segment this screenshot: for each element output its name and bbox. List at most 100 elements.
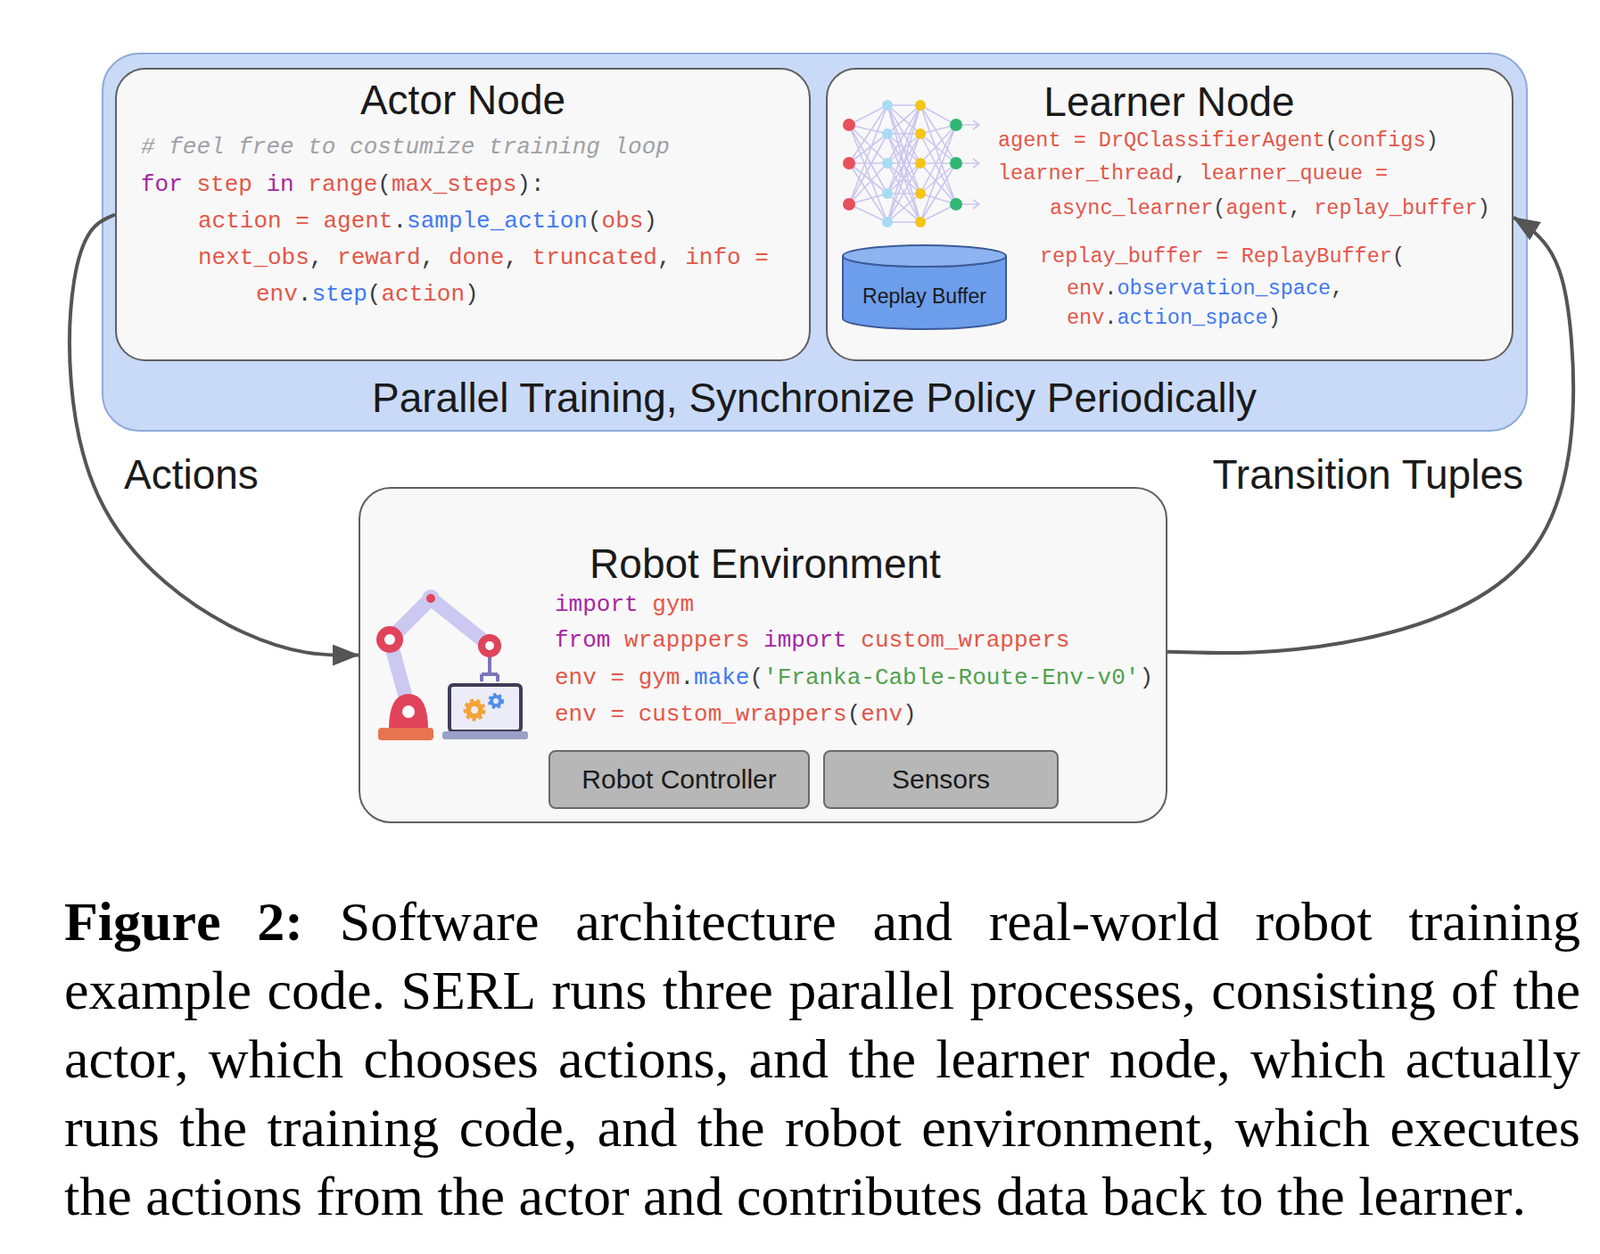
code-line: from wrapppers import custom_wrappers	[554, 627, 1070, 655]
code-token	[252, 171, 267, 198]
code-token: (	[847, 701, 862, 728]
code-token: env	[860, 701, 903, 728]
code-token	[322, 244, 338, 272]
code-token: )	[1138, 664, 1154, 692]
code-token: (	[367, 280, 382, 308]
code-token	[1203, 244, 1216, 269]
code-token: action	[380, 280, 465, 308]
code-token: 'Franka-Cable-Route-Env-v0'	[763, 664, 1139, 692]
code-line: env.step(action)	[255, 281, 479, 309]
code-token: .	[297, 280, 313, 308]
code-token: ,	[503, 244, 519, 272]
code-token: env	[1066, 305, 1105, 330]
code-token: env	[554, 701, 597, 728]
code-line: action = agent.sample_action(obs)	[197, 208, 658, 236]
code-token: )	[464, 280, 479, 308]
code-token	[596, 701, 611, 728]
cylinder-label: Replay Buffer	[862, 284, 987, 308]
caption-part: Figure 2:	[64, 890, 304, 952]
code-token: in	[265, 171, 294, 198]
code-token: )	[516, 171, 531, 198]
code-token: max_steps	[391, 171, 517, 198]
code-token: ,	[1330, 276, 1344, 301]
code-token: .	[679, 664, 694, 692]
code-token: action_space	[1116, 305, 1268, 330]
code-token	[1362, 161, 1376, 186]
code-line: env = gym.make('Franka-Cable-Route-Env-v…	[554, 665, 1154, 693]
code-token: (	[1392, 244, 1405, 269]
code-token	[741, 244, 756, 272]
code-token: )	[1477, 196, 1491, 221]
code-token	[847, 626, 862, 654]
code-token	[281, 207, 297, 235]
code-token: ,	[1173, 161, 1187, 186]
component-button: Sensors	[823, 750, 1059, 809]
code-token: ,	[420, 244, 436, 272]
code-token	[1228, 244, 1242, 269]
node-title: Robot Environment	[589, 540, 941, 588]
code-token: )	[1268, 305, 1281, 330]
group-band: Actor Node # feel free to costumize train…	[101, 52, 1528, 432]
code-token: env	[554, 664, 597, 692]
button-label: Robot Controller	[581, 764, 776, 796]
code-token: obs	[602, 207, 644, 235]
code-token: action	[197, 207, 282, 235]
code-line: # feel free to costumize training loop	[140, 134, 670, 162]
code-token	[434, 244, 449, 272]
code-token	[1061, 128, 1074, 153]
band-label: Parallel Training, Synchronize Policy Pe…	[371, 373, 1257, 421]
code-token: range	[307, 171, 378, 198]
code-token: sample_action	[406, 207, 588, 235]
code-token: ,	[309, 244, 324, 272]
code-token: ,	[657, 244, 672, 272]
code-line: replay_buffer = ReplayBuffer(	[1039, 244, 1405, 269]
code-token: =	[1073, 128, 1087, 153]
code-token	[1301, 196, 1314, 221]
code-token: reward	[337, 244, 421, 272]
code-line: learner_thread, learner_queue =	[997, 161, 1388, 186]
code-line: async_learner(agent, replay_buffer)	[1049, 196, 1491, 221]
figure-caption: Figure 2: Software architecture and real…	[64, 887, 1581, 1231]
code-token: truncated	[532, 244, 658, 272]
code-token: (	[377, 171, 392, 198]
code-token: next_obs	[197, 244, 310, 272]
code-token: for	[140, 171, 183, 198]
code-line: for step in range(max_steps):	[140, 172, 545, 199]
code-token	[638, 591, 653, 619]
code-token: )	[902, 701, 917, 728]
code-token: =	[1375, 161, 1388, 186]
code-token: agent	[322, 207, 393, 235]
code-line: env.observation_space,	[1066, 276, 1344, 301]
code-token: gym	[651, 591, 694, 619]
code-token	[671, 244, 686, 272]
code-token: )	[643, 207, 658, 235]
code-token	[610, 626, 625, 654]
code-token: DrQClassifierAgent	[1098, 128, 1326, 153]
database-cylinder: Replay Buffer	[841, 244, 1007, 330]
code-line: agent = DrQClassifierAgent(configs)	[997, 128, 1439, 153]
code-token: async_learner	[1049, 196, 1213, 221]
code-token: agent	[1225, 196, 1289, 221]
code-token	[309, 207, 324, 235]
code-token: env	[255, 280, 298, 308]
code-token: custom_wrappers	[638, 701, 848, 728]
code-token: .	[392, 207, 407, 235]
code-token: done	[448, 244, 504, 272]
code-token: import	[554, 591, 639, 619]
code-token: make	[693, 664, 750, 692]
code-token: step	[196, 171, 252, 198]
code-token: learner_queue	[1199, 161, 1363, 186]
component-button: Robot Controller	[548, 750, 810, 809]
code-token: wrapppers	[624, 626, 750, 654]
code-token	[624, 701, 639, 728]
edge-label: Actions	[120, 451, 263, 499]
code-token	[596, 664, 611, 692]
code-token: custom_wrappers	[860, 626, 1070, 654]
code-token: ReplayBuffer	[1241, 244, 1393, 269]
cylinder-top	[842, 245, 1007, 267]
code-line: env.action_space)	[1066, 305, 1281, 330]
node-title: Actor Node	[360, 76, 566, 124]
code-token: ,	[1288, 196, 1302, 221]
code-token: env	[1066, 276, 1105, 301]
code-token: import	[763, 626, 848, 654]
